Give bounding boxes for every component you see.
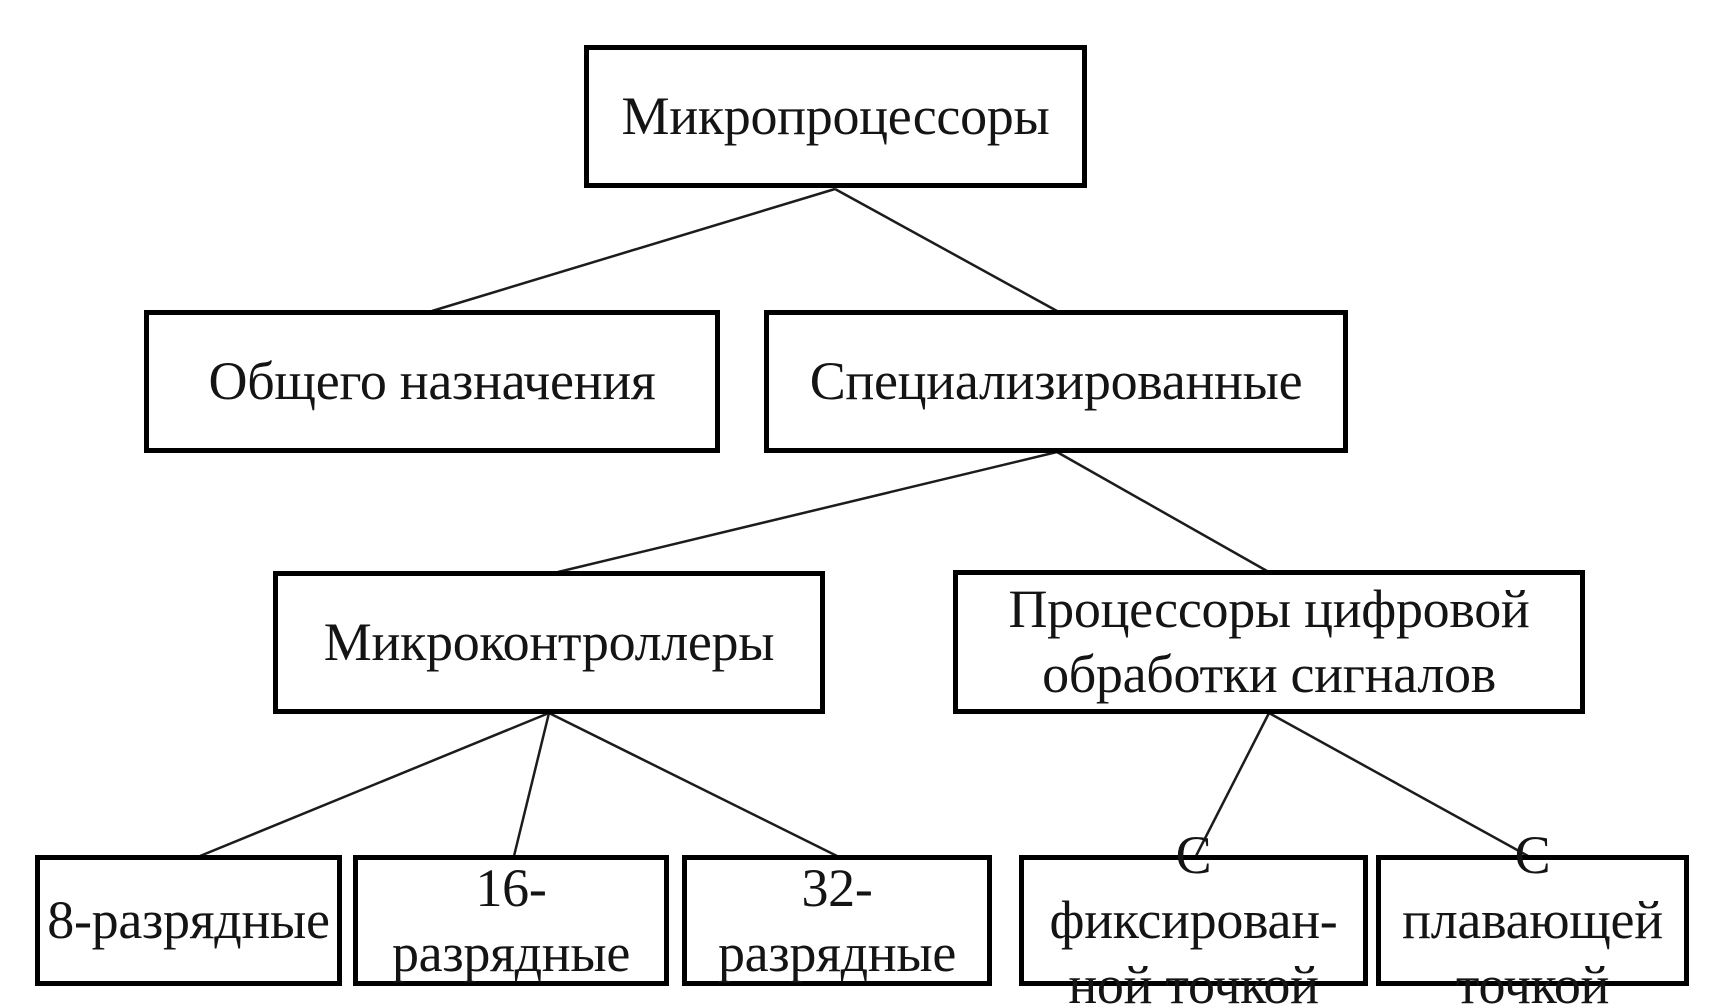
edge-dsp-fixed-point: [1194, 712, 1271, 857]
node-label-bit32: 32-разрядные: [717, 857, 957, 983]
node-bit32: 32-разрядные: [682, 855, 992, 986]
node-fixed-point: С фиксирован- ной точкой: [1019, 825, 1368, 1008]
edge-microprocessors-general-purpose: [431, 187, 836, 313]
node-floating-point: С плавающей точкой: [1376, 825, 1689, 1008]
node-specialized: Специализированные: [764, 310, 1348, 453]
node-label-bit16: 16-разрядные: [391, 857, 631, 983]
edge-specialized-dsp: [1056, 450, 1268, 573]
node-microprocessors: Микропроцессоры: [584, 45, 1087, 188]
edge-microcontrollers-bit32: [548, 711, 838, 858]
node-bit8: 8-разрядные: [35, 855, 342, 986]
node-general-purpose: Общего назначения: [144, 310, 720, 453]
node-label-dsp: Процессоры цифровой обработки сигналов: [1008, 579, 1530, 704]
node-label-specialized: Специализированные: [809, 351, 1303, 412]
node-dsp: Процессоры цифровой обработки сигналов: [953, 570, 1585, 714]
node-bit16: 16-разрядные: [353, 855, 669, 986]
node-label-floating-point: С плавающей точкой: [1402, 825, 1663, 1008]
node-label-general-purpose: Общего назначения: [208, 351, 656, 412]
edge-microcontrollers-bit16: [512, 712, 551, 857]
edge-specialized-microcontrollers: [557, 450, 1058, 574]
edge-microprocessors-specialized: [834, 187, 1058, 313]
node-microcontrollers: Микроконтроллеры: [273, 571, 825, 714]
node-label-microprocessors: Микропроцессоры: [621, 86, 1050, 147]
node-label-fixed-point: С фиксирован- ной точкой: [1049, 825, 1338, 1008]
node-label-bit8: 8-разрядные: [47, 890, 330, 951]
node-label-microcontrollers: Микроконтроллеры: [323, 612, 775, 673]
edge-dsp-floating-point: [1268, 711, 1529, 858]
edge-microcontrollers-bit8: [199, 711, 550, 858]
